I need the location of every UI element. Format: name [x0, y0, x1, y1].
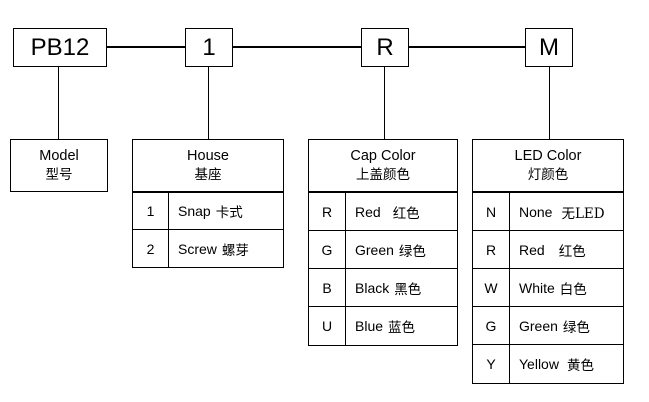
- option-name-en: Green: [519, 317, 558, 334]
- led-color-options-table: N None 无LED R Red 红色 W White 白色 G Green …: [472, 192, 624, 384]
- option-description: Snap 卡式: [169, 193, 243, 229]
- option-name-en: Red: [355, 203, 381, 220]
- cap-color-title-zh: 上盖颜色: [356, 166, 410, 183]
- drop-line-model: [58, 66, 59, 139]
- led-color-option-row: R Red 红色: [473, 230, 623, 268]
- option-name-zh: 白色: [559, 281, 587, 298]
- option-description: Red 红色: [346, 193, 420, 230]
- model-title-en: Model: [39, 147, 79, 164]
- option-name-zh: 绿色: [398, 243, 426, 260]
- option-name-zh: 蓝色: [388, 320, 416, 336]
- option-description: Black 黑色: [346, 269, 421, 306]
- drop-line-led-color: [549, 66, 550, 139]
- house-option-row: 1 Snap 卡式: [133, 192, 283, 229]
- option-code: W: [473, 269, 510, 306]
- led-color-title-en: LED Color: [514, 147, 582, 164]
- option-name-en: None: [519, 203, 553, 220]
- option-code: R: [473, 231, 510, 268]
- code-box-model: PB12: [13, 28, 107, 67]
- model-title-zh: 型号: [45, 166, 73, 183]
- house-option-row: 2 Screw 螺芽: [133, 229, 283, 267]
- option-code: 2: [133, 230, 169, 267]
- drop-line-cap-color: [384, 66, 385, 139]
- code-box-led-color: M: [525, 28, 573, 67]
- connector-line-pb12-1: [106, 46, 186, 48]
- led-color-header: LED Color 灯颜色: [472, 139, 624, 192]
- option-name-zh: 黑色: [394, 281, 422, 298]
- option-description: White 白色: [510, 269, 587, 306]
- option-name-zh: 红色: [392, 205, 420, 222]
- cap-color-options-table: R Red 红色 G Green 绿色 B Black 黑色 U Blue 蓝色: [308, 192, 458, 346]
- option-name-zh: 绿色: [562, 319, 590, 336]
- option-name-en: Yellow: [519, 356, 559, 372]
- option-name-zh: 无LED: [561, 205, 605, 222]
- option-name-en: White: [519, 279, 555, 296]
- option-name-en: Black: [355, 279, 390, 296]
- option-name-en: Green: [355, 241, 394, 258]
- cap-color-option-row: R Red 红色: [309, 192, 457, 230]
- house-options-table: 1 Snap 卡式 2 Screw 螺芽: [132, 192, 284, 268]
- cap-color-title-en: Cap Color: [350, 147, 416, 164]
- option-code: G: [473, 307, 510, 344]
- cap-color-option-row: B Black 黑色: [309, 268, 457, 306]
- led-color-option-row: G Green 绿色: [473, 306, 623, 344]
- house-header: House 基座: [132, 139, 284, 192]
- option-description: Blue 蓝色: [346, 307, 415, 345]
- led-color-option-row: N None 无LED: [473, 192, 623, 230]
- option-description: Green 绿色: [346, 231, 426, 268]
- option-name-zh: 红色: [558, 243, 586, 260]
- option-code: Y: [473, 345, 510, 383]
- house-title-en: House: [187, 147, 229, 164]
- option-code: N: [473, 193, 510, 230]
- option-name-zh: 黄色: [566, 358, 594, 374]
- option-name-en: Screw: [178, 240, 217, 257]
- option-code: G: [309, 231, 346, 268]
- connector-line-1-r: [232, 46, 362, 48]
- option-description: Yellow 黄色: [510, 345, 594, 383]
- led-color-title-zh: 灯颜色: [527, 166, 569, 183]
- code-box-cap-color: R: [361, 28, 409, 67]
- option-code: U: [309, 307, 346, 345]
- option-code: B: [309, 269, 346, 306]
- option-code: R: [309, 193, 346, 230]
- option-name-en: Snap: [178, 203, 211, 219]
- connector-line-r-m: [408, 46, 526, 48]
- option-name-en: Red: [519, 241, 545, 258]
- option-code: 1: [133, 193, 169, 229]
- led-color-option-row: Y Yellow 黄色: [473, 344, 623, 383]
- house-title-zh: 基座: [194, 166, 222, 183]
- option-description: Red 红色: [510, 231, 586, 268]
- model-header: Model 型号: [10, 139, 108, 192]
- option-description: None 无LED: [510, 193, 605, 230]
- drop-line-house: [208, 66, 209, 139]
- code-box-house: 1: [185, 28, 233, 67]
- cap-color-header: Cap Color 上盖颜色: [308, 139, 458, 192]
- led-color-option-row: W White 白色: [473, 268, 623, 306]
- option-name-zh: 螺芽: [221, 242, 249, 259]
- option-name-zh: 卡式: [215, 205, 243, 221]
- cap-color-option-row: G Green 绿色: [309, 230, 457, 268]
- option-description: Green 绿色: [510, 307, 590, 344]
- cap-color-option-row: U Blue 蓝色: [309, 306, 457, 345]
- option-name-en: Blue: [355, 318, 384, 334]
- option-description: Screw 螺芽: [169, 230, 249, 267]
